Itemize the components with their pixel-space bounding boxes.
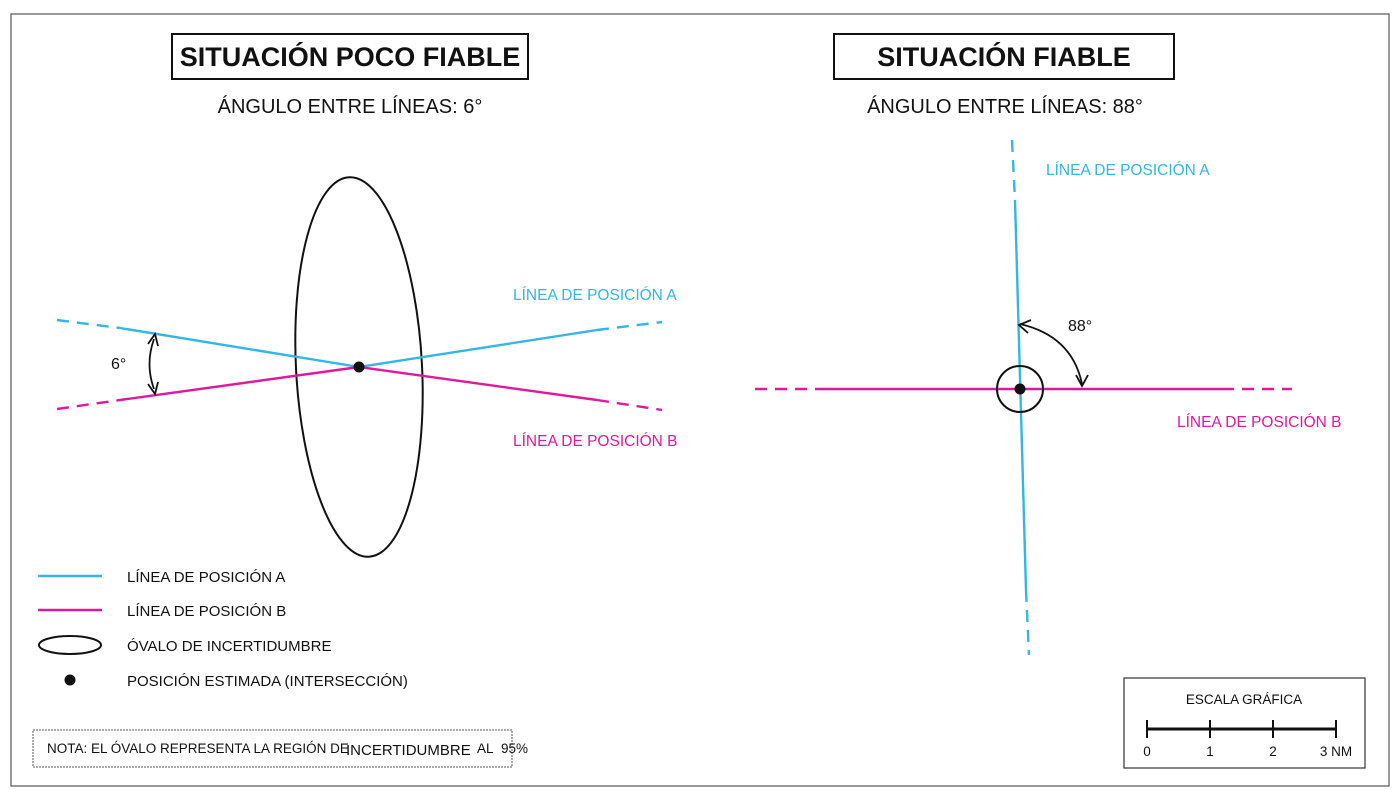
legend-item-dot: POSICIÓN ESTIMADA (INTERSECCIÓN) xyxy=(127,673,408,690)
dot-icon xyxy=(64,674,76,686)
right-angle-label: 88° xyxy=(1068,318,1092,335)
note-text-4: 95% xyxy=(501,741,528,756)
legend: LÍNEA DE POSICIÓN A LÍNEA DE POSICIÓN B … xyxy=(38,569,408,690)
left-intersection-dot xyxy=(353,361,365,373)
left-panel-title: SITUACIÓN POCO FIABLE xyxy=(180,41,521,72)
note-frame xyxy=(32,729,513,768)
left-angle-text: ÁNGULO ENTRE LÍNEAS: 6° xyxy=(218,95,483,118)
right-angle-arc xyxy=(1019,323,1083,385)
left-line-b-dash-right xyxy=(596,398,663,412)
legend-item-line-b: LÍNEA DE POSICIÓN B xyxy=(127,603,286,620)
left-line-b-solid-right xyxy=(358,365,598,402)
scale-label-2: 2 xyxy=(1269,744,1277,759)
right-line-a xyxy=(1010,139,1031,656)
scale-title: ESCALA GRÁFICA xyxy=(1186,692,1302,707)
right-angle-arrow-bottom xyxy=(1075,374,1089,388)
scale-label-3: 3 NM xyxy=(1320,744,1352,759)
right-uncertainty-circle xyxy=(996,365,1044,413)
left-line-a-label: LÍNEA DE POSICIÓN A xyxy=(513,287,677,304)
ellipse-icon xyxy=(38,635,102,655)
right-title-box xyxy=(833,33,1175,80)
left-angle-arrow-top xyxy=(147,331,159,347)
right-intersection-dot xyxy=(1014,383,1026,395)
left-angle-label: 6° xyxy=(111,356,126,373)
right-line-a-solid xyxy=(1013,199,1028,591)
scale-label-0: 0 xyxy=(1143,744,1151,759)
left-line-a-dash-left xyxy=(56,318,121,330)
left-line-b-dash-left xyxy=(56,398,121,411)
note-text-1: NOTA: EL ÓVALO REPRESENTA LA REGIÓN DE xyxy=(47,741,349,756)
left-line-a xyxy=(56,318,663,369)
scale-frame xyxy=(1123,677,1366,769)
right-angle-text: ÁNGULO ENTRE LÍNEAS: 88° xyxy=(867,95,1143,118)
uncertainty-ellipse xyxy=(294,176,424,558)
left-line-b-label: LÍNEA DE POSICIÓN B xyxy=(513,433,678,450)
right-panel-title: SITUACIÓN FIABLE xyxy=(877,41,1131,72)
left-title-box xyxy=(171,33,529,80)
left-line-a-solid-right xyxy=(358,328,598,369)
right-line-a-dash-top xyxy=(1010,139,1017,201)
outer-frame xyxy=(10,13,1390,787)
right-angle-arrow-top xyxy=(1017,319,1032,334)
left-panel: SITUACIÓN POCO FIABLE ÁNGULO ENTRE LÍNEA… xyxy=(56,33,678,558)
left-angle-arc xyxy=(148,338,155,390)
scale-label-1: 1 xyxy=(1206,744,1214,759)
left-line-b-solid-left xyxy=(119,365,360,402)
legend-item-oval: ÓVALO DE INCERTIDUMBRE xyxy=(127,638,331,655)
note-text-3: AL xyxy=(477,741,494,756)
legend-item-line-a: LÍNEA DE POSICIÓN A xyxy=(127,569,285,586)
note-box: NOTA: EL ÓVALO REPRESENTA LA REGIÓN DE I… xyxy=(32,729,528,768)
right-panel: SITUACIÓN FIABLE ÁNGULO ENTRE LÍNEAS: 88… xyxy=(755,33,1342,656)
left-angle-arrow-bottom xyxy=(147,381,159,397)
left-line-b xyxy=(56,365,663,412)
note-text-2: INCERTIDUMBRE xyxy=(346,742,471,759)
right-line-a-dash-bottom xyxy=(1024,589,1031,656)
right-line-b-label: LÍNEA DE POSICIÓN B xyxy=(1177,414,1342,431)
right-line-a-label: LÍNEA DE POSICIÓN A xyxy=(1046,162,1210,179)
left-line-a-dash-right xyxy=(596,320,663,332)
scale-box: ESCALA GRÁFICA 0 1 2 3 NM xyxy=(1123,677,1366,769)
left-line-a-solid-left xyxy=(119,326,360,369)
